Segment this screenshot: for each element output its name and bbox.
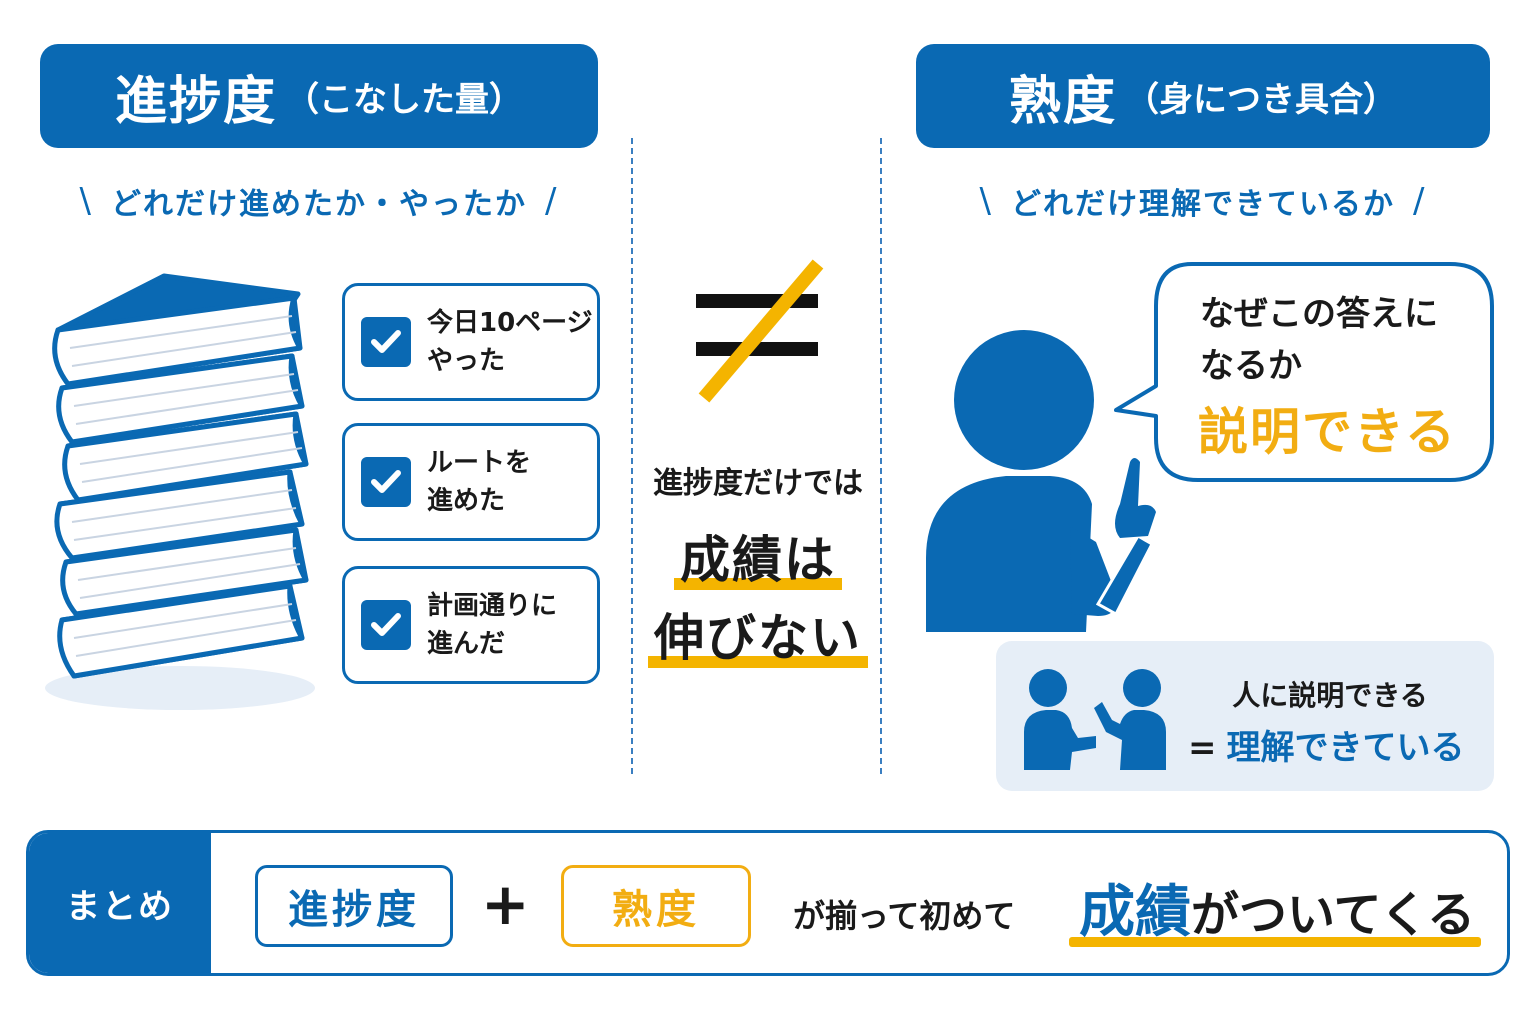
summary-final: 成績がついてくる bbox=[1079, 867, 1475, 948]
center-grades: 成績は bbox=[630, 520, 886, 592]
divider-left bbox=[631, 138, 633, 774]
check-card-1: 今日10ページ やった bbox=[342, 283, 600, 401]
mastery-title-sub: （身につき具合） bbox=[1125, 79, 1397, 120]
check-card-text: 今日10ページ やった bbox=[427, 308, 593, 376]
slash-left-icon: \ bbox=[79, 181, 93, 221]
bubble-emphasis: 説明できる bbox=[1198, 403, 1457, 461]
bubble-text: なぜこの答えに なるか bbox=[1200, 288, 1438, 392]
person-explaining-icon bbox=[926, 330, 1156, 632]
checkbox-checked-icon bbox=[361, 457, 411, 507]
summary-grades: 成績 bbox=[1079, 880, 1191, 945]
explain-panel bbox=[996, 641, 1494, 791]
two-people-talking-icon bbox=[1024, 669, 1166, 770]
not-equal-icon bbox=[696, 259, 824, 403]
summary-progress-box: 進捗度 bbox=[255, 865, 453, 947]
summary-underline bbox=[1069, 937, 1481, 947]
summary-label: まとめ bbox=[29, 833, 211, 973]
plus-sign: + bbox=[481, 870, 530, 938]
checkbox-checked-icon bbox=[361, 600, 411, 650]
center-grades-text: 成績は bbox=[674, 520, 842, 592]
progress-title: 進捗度 bbox=[114, 71, 277, 132]
explain-understanding: 理解できている bbox=[1226, 728, 1465, 768]
summary-mastery-box: 熟度 bbox=[561, 865, 751, 947]
bubble-line-1: なぜこの答えに bbox=[1200, 294, 1438, 334]
summary-final-rest: がついてくる bbox=[1191, 887, 1476, 943]
check-card-2: ルートを 進めた bbox=[342, 423, 600, 541]
mastery-subhead: \ どれだけ理解できているか / bbox=[916, 178, 1490, 224]
speech-bubble bbox=[1114, 262, 1494, 482]
progress-banner: 進捗度 （こなした量） bbox=[40, 44, 598, 148]
book-stack-icon bbox=[45, 273, 315, 710]
center-caption: 進捗度だけでは bbox=[653, 466, 863, 501]
bubble-line-2: なるか bbox=[1200, 346, 1302, 386]
divider-right bbox=[880, 138, 882, 774]
checkbox-checked-icon bbox=[361, 317, 411, 367]
slash-right-icon: / bbox=[1413, 181, 1427, 221]
mastery-title: 熟度 bbox=[1008, 71, 1117, 132]
check-card-text: 計画通りに 進んだ bbox=[427, 591, 558, 659]
check-card-text: ルートを 進めた bbox=[427, 448, 532, 516]
summary-bar: まとめ 進捗度 + 熟度 が揃って初めて 成績がついてくる bbox=[26, 830, 1510, 976]
mastery-banner: 熟度 （身につき具合） bbox=[916, 44, 1490, 148]
progress-subhead-text: どれだけ進めたか・やったか bbox=[111, 187, 527, 222]
explain-line-2: =理解できている bbox=[1188, 720, 1465, 769]
summary-middle-text: が揃って初めて bbox=[793, 897, 1016, 935]
check-card-3: 計画通りに 進んだ bbox=[342, 566, 600, 684]
mastery-subhead-text: どれだけ理解できているか bbox=[1011, 187, 1395, 222]
progress-subhead: \ どれだけ進めたか・やったか / bbox=[40, 178, 598, 224]
equals-sign: = bbox=[1188, 728, 1217, 768]
slash-left-icon: \ bbox=[979, 181, 993, 221]
progress-title-sub: （こなした量） bbox=[285, 79, 523, 120]
slash-right-icon: / bbox=[545, 181, 559, 221]
center-not-grow-text: 伸びない bbox=[648, 598, 868, 670]
center-not-grow: 伸びない bbox=[630, 598, 886, 670]
explain-line-1: 人に説明できる bbox=[1232, 679, 1428, 712]
